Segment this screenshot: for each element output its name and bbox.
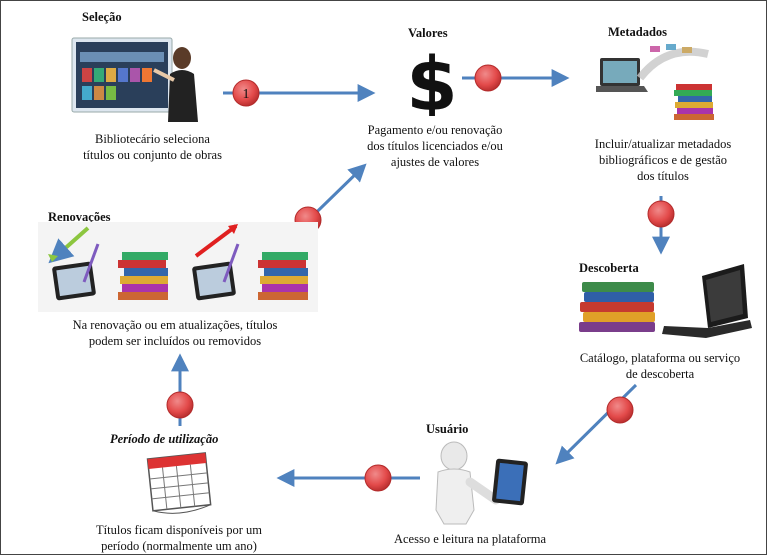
svg-text:$: $ [406, 44, 458, 116]
caption-line: Acesso e leitura na plataforma [393, 532, 546, 546]
dollar-icon: $ [406, 44, 458, 116]
dot-periodo-renovacoes [166, 391, 194, 419]
step-title-descoberta: Descoberta [579, 261, 639, 275]
arrow-descoberta-usuario [555, 383, 638, 465]
step-title-renovacoes: Renovações [48, 210, 111, 224]
start-marker-label: 1 [243, 87, 250, 102]
step-caption-descoberta: Catálogo, plataforma ou serviço de desco… [565, 350, 755, 382]
dot-metadados-descoberta [647, 200, 675, 228]
caption-line: Catálogo, plataforma ou serviço [579, 351, 741, 365]
laptop-books-icon [596, 44, 714, 120]
step-title-selecao: Seleção [82, 10, 122, 24]
dot-usuario-periodo [364, 464, 392, 492]
caption-line: Pagamento e/ou renovação [367, 123, 503, 137]
tablet-books-icon [38, 222, 178, 312]
step-title-metadados: Metadados [608, 25, 668, 39]
dot-descoberta-usuario [606, 396, 634, 424]
caption-line: dos títulos [637, 169, 689, 183]
person-tablet-icon [435, 441, 528, 525]
step-caption-usuario: Acesso e leitura na plataforma [380, 531, 560, 547]
caption-line: de descoberta [625, 367, 695, 381]
step-caption-renovacoes: Na renovação ou em atualizações, títulos… [40, 317, 310, 349]
caption-line: títulos ou conjunto de obras [83, 148, 222, 162]
dot-valores-metadados [474, 64, 502, 92]
caption-line: Na renovação ou em atualizações, títulos [72, 318, 278, 332]
caption-line: Bibliotecário seleciona [95, 132, 210, 146]
touchscreen-selection-icon [71, 37, 198, 122]
step-caption-selecao: Bibliotecário seleciona títulos ou conju… [60, 131, 245, 163]
caption-line: Títulos ficam disponíveis por um [96, 523, 262, 537]
step-title-usuario: Usuário [426, 422, 469, 436]
caption-line: podem ser incluídos ou removidos [88, 334, 262, 348]
caption-line: período (normalmente um ano) [101, 539, 257, 553]
step-caption-periodo: Títulos ficam disponíveis por um período… [74, 522, 284, 554]
step-caption-metadados: Incluir/atualizar metadados bibliográfic… [573, 136, 753, 184]
books-laptop-icon [579, 264, 752, 338]
step-title-periodo: Período de utilização [110, 432, 219, 446]
step-caption-valores: Pagamento e/ou renovação dos títulos lic… [345, 122, 525, 170]
tablet-books-icon [178, 222, 318, 312]
caption-line: bibliográficos e de gestão [598, 153, 728, 167]
start-marker: 1 [232, 79, 260, 107]
caption-line: Incluir/atualizar metadados [594, 137, 732, 151]
step-title-valores: Valores [408, 26, 448, 40]
calendar-icon [146, 452, 212, 514]
caption-line: ajustes de valores [390, 155, 480, 169]
caption-line: dos títulos licenciados e/ou [367, 139, 503, 153]
